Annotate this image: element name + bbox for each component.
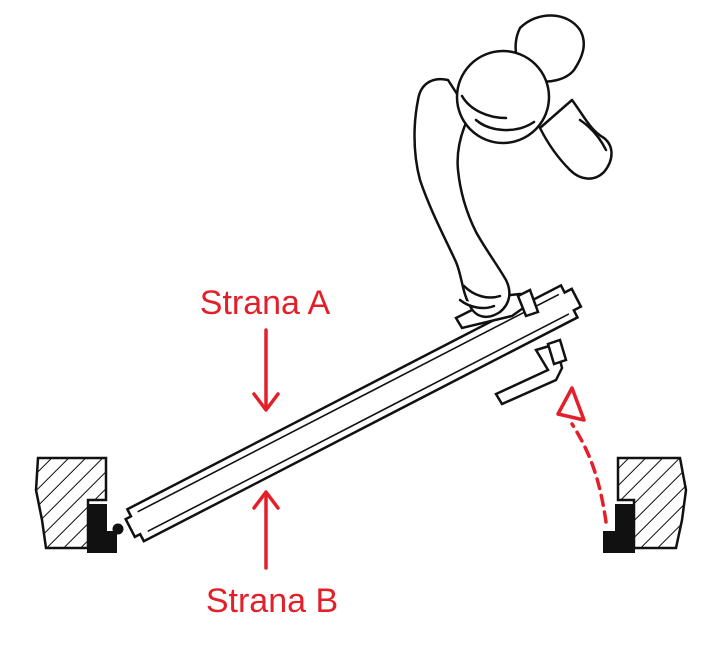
side-b-arrow xyxy=(252,490,280,570)
door-leaf xyxy=(123,283,583,543)
door-hinge-icon xyxy=(112,523,124,535)
left-wall xyxy=(34,456,124,553)
person-top-view-icon xyxy=(413,14,613,319)
side-a-label: Strana A xyxy=(200,284,331,322)
left-door-stop xyxy=(87,504,117,553)
right-wall xyxy=(603,456,688,553)
right-door-stop xyxy=(603,504,635,553)
swing-arrow-icon xyxy=(556,386,608,524)
side-b-label: Strana B xyxy=(206,582,338,620)
side-a-arrow xyxy=(252,328,280,412)
